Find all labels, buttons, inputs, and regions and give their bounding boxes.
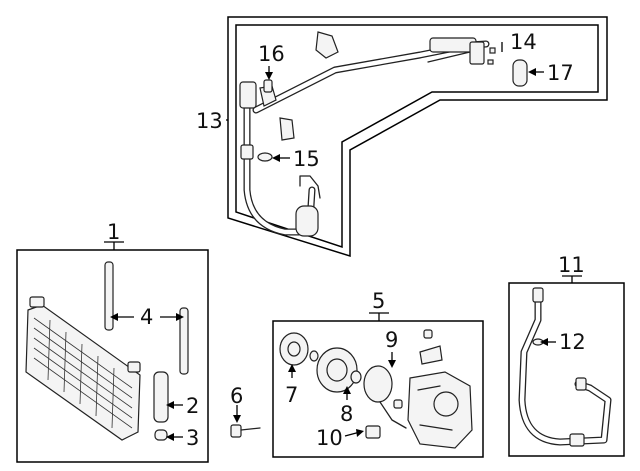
- valve-core-part-16[interactable]: [263, 79, 273, 93]
- shim-part[interactable]: [309, 350, 319, 362]
- callout-15: 15: [293, 147, 320, 171]
- discharge-hose-part[interactable]: [252, 37, 490, 114]
- callout-3: 3: [186, 426, 199, 450]
- leader-lines: [104, 42, 582, 441]
- callout-6: 6: [230, 384, 243, 408]
- condenser-core-part[interactable]: [25, 296, 141, 441]
- suction-hose-part[interactable]: [239, 81, 321, 237]
- callout-9: 9: [385, 328, 398, 352]
- group-13-outer-frame: [227, 16, 608, 258]
- pulley-part-8[interactable]: [316, 347, 358, 393]
- cap-part-14[interactable]: [487, 47, 496, 65]
- insulator-strip-part-4a[interactable]: [104, 261, 114, 331]
- callout-labels: 1 4 2 3 6 5 7 8 9 10 11 12 13 14 15 16 1…: [107, 30, 586, 450]
- field-coil-part-9[interactable]: [363, 365, 407, 429]
- callout-4: 4: [140, 305, 153, 329]
- callout-10: 10: [316, 426, 343, 450]
- condenser-group-1: [16, 249, 209, 463]
- callout-7: 7: [285, 383, 298, 407]
- callout-16: 16: [258, 42, 285, 66]
- compressor-body-part[interactable]: [407, 371, 473, 449]
- callout-12: 12: [559, 330, 586, 354]
- drier-plug-part-3[interactable]: [154, 429, 168, 441]
- callout-17: 17: [547, 61, 574, 85]
- valve-part[interactable]: [393, 399, 403, 409]
- compressor-bracket-part[interactable]: [419, 345, 443, 365]
- callout-2: 2: [186, 394, 199, 418]
- clutch-hub-part-7[interactable]: [279, 332, 309, 366]
- callout-14: 14: [510, 30, 537, 54]
- callout-11: 11: [558, 253, 585, 277]
- liquid-line-group-11: [508, 282, 625, 457]
- compressor-group-5: [272, 320, 484, 458]
- callout-5: 5: [372, 289, 385, 313]
- insulator-strip-part-4b[interactable]: [179, 307, 189, 375]
- callout-1: 1: [107, 220, 120, 244]
- compressor-bolt-part[interactable]: [423, 329, 433, 339]
- hose-assembly-group-13: [227, 16, 608, 258]
- group-5-frame: [272, 320, 484, 458]
- receiver-drier-part-2[interactable]: [153, 371, 169, 423]
- group-11-frame: [508, 282, 625, 457]
- callout-13: 13: [196, 109, 223, 133]
- callout-8: 8: [340, 402, 353, 426]
- cap-part-17[interactable]: [512, 59, 528, 87]
- snap-ring-part[interactable]: [350, 370, 362, 384]
- group-1-frame: [16, 249, 209, 463]
- liquid-line-part[interactable]: [518, 287, 612, 447]
- o-ring-part-15[interactable]: [257, 152, 273, 162]
- pressure-switch-part-10[interactable]: [365, 425, 381, 439]
- bolt-part-6[interactable]: [230, 424, 261, 438]
